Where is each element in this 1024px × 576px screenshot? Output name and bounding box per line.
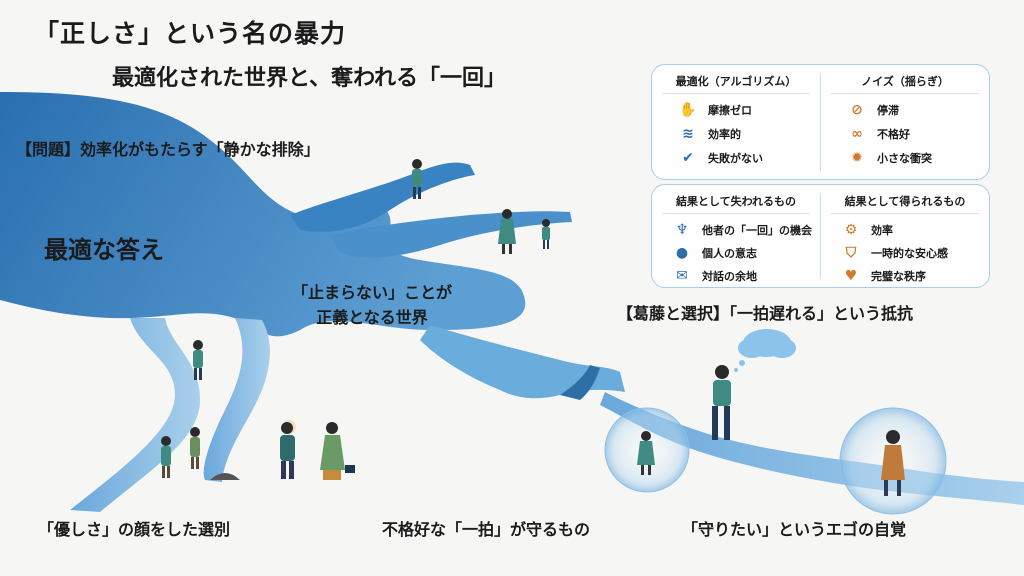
caption-awkward-pause: 不格好な「一拍」が守るもの: [382, 520, 591, 539]
results-panel: 結果として失われるもの ♆他者の「一回」の機会 ●個人の意志 ✉対話の余地 結果…: [651, 184, 990, 288]
list-item: ⚙効率: [821, 218, 989, 241]
best-answer-label: 最適な答え: [44, 236, 164, 264]
gained-heading: 結果として得られるもの: [844, 195, 966, 208]
list-item: ∞不格好: [821, 122, 989, 146]
main-river: [0, 92, 526, 337]
hand-icon: ✋: [679, 102, 697, 118]
noise-heading: ノイズ（揺らぎ）: [861, 75, 949, 88]
page-subtitle: 最適化された世界と、奪われる「一回」: [112, 66, 507, 91]
optimization-column: 最適化（アルゴリズム） ✋摩擦ゼロ ≋効率的 ✔失敗がない: [652, 65, 820, 179]
panel-divider: [820, 193, 821, 279]
person-arms-up-icon: ♆: [675, 221, 689, 238]
burst-icon: ✹: [851, 150, 863, 166]
caption-ego: 「守りたい」というエゴの自覚: [682, 520, 907, 539]
shield-icon: ⛉: [845, 244, 857, 261]
problem-label: 【問題】効率化がもたらす「静かな排除」: [16, 140, 320, 159]
justice-line-2: 正義となる世界: [316, 308, 428, 327]
caption-kindness: 「優しさ」の顔をした選別: [38, 520, 231, 539]
list-item: ●個人の意志: [652, 241, 820, 264]
optimization-vs-noise-panel: 最適化（アルゴリズム） ✋摩擦ゼロ ≋効率的 ✔失敗がない ノイズ（揺らぎ） ⊘…: [651, 64, 990, 180]
check-circle-icon: ✔: [682, 150, 694, 166]
justice-label: 「止まらない」ことが 正義となる世界: [262, 280, 482, 330]
noise-column: ノイズ（揺らぎ） ⊘停滞 ∞不格好 ✹小さな衝突: [821, 65, 989, 179]
page-title: 「正しさ」という名の暴力: [34, 19, 347, 48]
left-stream: [70, 318, 200, 512]
justice-line-1: 「止まらない」ことが: [291, 283, 452, 302]
heart-shield-icon: ♥: [844, 267, 858, 284]
person-icon: ●: [675, 244, 689, 261]
list-item: ♥完璧な秩序: [821, 264, 989, 287]
prohibited-icon: ⊘: [851, 102, 863, 118]
panel-divider: [820, 73, 821, 171]
people: [161, 159, 905, 496]
upper-stream: [290, 162, 475, 232]
lost-heading: 結果として失われるもの: [675, 195, 797, 208]
gear-icon: ⚙: [844, 221, 858, 238]
chat-bubbles-icon: ✉: [676, 267, 688, 284]
conflict-label: 【葛藤と選択】「一拍遅れる」という抵抗: [617, 304, 914, 323]
wind-icon: ≋: [682, 126, 694, 142]
chain-icon: ∞: [851, 126, 863, 142]
gained-column: 結果として得られるもの ⚙効率 ⛉一時的な安心感 ♥完璧な秩序: [821, 185, 989, 287]
list-item: ✔失敗がない: [652, 146, 820, 170]
list-item: ✹小さな衝突: [821, 146, 989, 170]
list-item: ✉対話の余地: [652, 264, 820, 287]
center-stream: [203, 318, 270, 482]
list-item: ⊘停滞: [821, 98, 989, 122]
lost-column: 結果として失われるもの ♆他者の「一回」の機会 ●個人の意志 ✉対話の余地: [652, 185, 820, 287]
list-item: ⛉一時的な安心感: [821, 241, 989, 264]
list-item: ≋効率的: [652, 122, 820, 146]
right-stream: [420, 325, 625, 399]
optimization-heading: 最適化（アルゴリズム）: [675, 75, 797, 88]
list-item: ✋摩擦ゼロ: [679, 102, 752, 118]
list-item: ♆他者の「一回」の機会: [652, 218, 820, 241]
